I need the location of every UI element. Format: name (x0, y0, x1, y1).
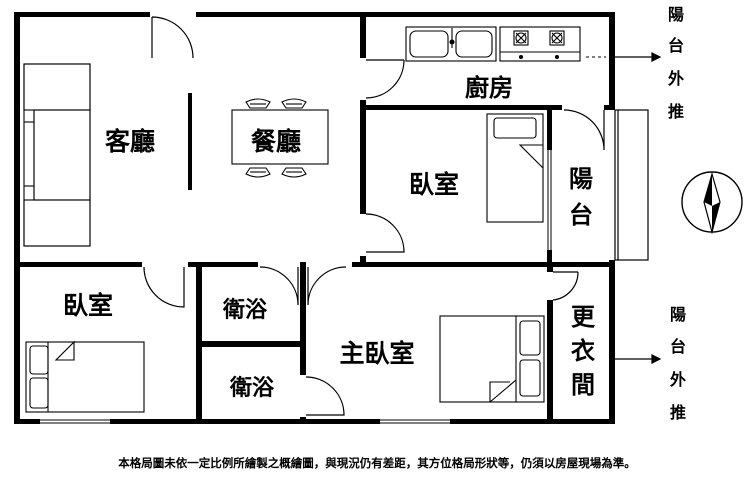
disclaimer-footer: 本格局圖未依一定比例所繪製之概繪圖，與現況仍有差距，其方位格局形狀等，仍須以房屋… (118, 456, 636, 470)
balcony-railing (614, 109, 649, 261)
room-label-bath-lower: 衛浴 (229, 375, 275, 401)
north-compass-icon (681, 171, 743, 235)
room-label-closet-1: 更 (571, 303, 596, 331)
note-bottom-3: 外 (669, 370, 686, 389)
door-openings (40, 12, 615, 424)
note-bottom-4: 推 (670, 403, 686, 422)
room-label-closet-2: 衣 (571, 337, 595, 365)
room-label-bedroom-left: 臥室 (63, 291, 113, 320)
bed-master-icon (439, 315, 545, 403)
room-label-balcony-2: 台 (569, 201, 593, 229)
note-bottom-2: 台 (670, 337, 686, 356)
windows (40, 150, 552, 424)
note-top-4: 推 (668, 102, 684, 121)
door-swings (143, 16, 605, 416)
balcony-out-note-bottom: 陽 台 外 推 (669, 305, 686, 422)
room-label-master: 主臥室 (339, 339, 414, 368)
room-label-bath-upper: 衛浴 (222, 297, 268, 323)
balcony-out-note-top: 陽 台 外 推 (667, 5, 684, 121)
room-label-dining: 餐廳 (251, 127, 301, 156)
note-top-3: 外 (667, 69, 684, 88)
stove-icon (499, 26, 606, 62)
room-label-kitchen: 廚房 (465, 74, 513, 102)
kitchen-sink-icon (405, 26, 497, 62)
note-top-1: 陽 (668, 5, 684, 24)
room-label-living: 客廳 (105, 127, 155, 156)
note-bottom-1: 陽 (670, 305, 686, 324)
bed-left-icon (25, 340, 145, 413)
sofa-icon (23, 63, 91, 247)
dining-table-icon (231, 98, 329, 178)
balcony-arrows (615, 52, 662, 364)
bed-center-icon (486, 113, 544, 223)
walls (14, 12, 615, 424)
room-label-balcony-1: 陽 (569, 165, 593, 193)
room-label-bedroom-center: 臥室 (409, 170, 459, 199)
note-top-2: 台 (668, 36, 684, 55)
room-label-closet-3: 間 (571, 371, 595, 399)
